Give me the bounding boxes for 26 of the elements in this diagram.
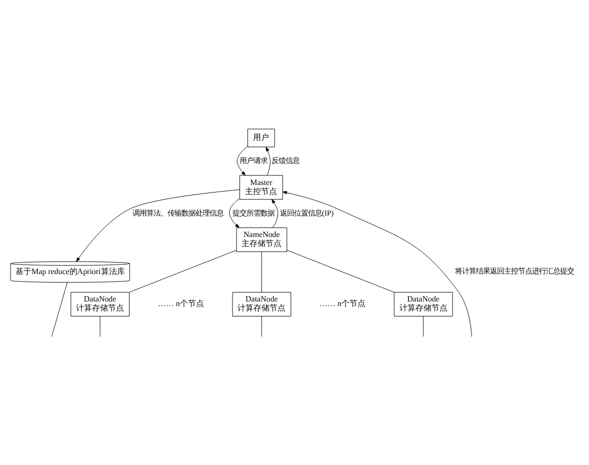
node-box: DataNode 计算存储节点 — [394, 292, 453, 316]
arrow — [282, 190, 472, 336]
node-box: DataNode 计算存储节点 — [70, 292, 130, 316]
connector — [423, 316, 424, 336]
edge-label: 调用算法、传输数据处理信息 — [132, 208, 224, 217]
arrow — [76, 188, 240, 262]
label: …… n个节点 — [320, 298, 366, 308]
edge-label: 提交所需数据 — [232, 208, 274, 217]
connector — [129, 249, 237, 292]
node-box: NameNode 主存储节点 — [236, 227, 288, 252]
arrow — [272, 198, 278, 228]
label: …… n个节点 — [158, 298, 204, 308]
arrow — [229, 198, 240, 228]
node-box: Master 主控节点 — [240, 174, 283, 200]
arrow — [236, 146, 248, 176]
connector — [286, 249, 394, 292]
connector — [51, 282, 68, 336]
connector — [261, 316, 262, 336]
node-box: DataNode 计算存储节点 — [232, 292, 292, 316]
arrow — [266, 146, 270, 176]
edge-label: 返回位置信息(IP) — [280, 208, 334, 217]
connector — [261, 250, 262, 292]
edge-label: 用户请求 — [239, 155, 268, 164]
edge-label: 反馈信息 — [271, 155, 300, 164]
node-box: 用户 — [247, 128, 275, 147]
edge-label: 将计算结果返回主控节点进行汇总提交 — [455, 266, 574, 276]
